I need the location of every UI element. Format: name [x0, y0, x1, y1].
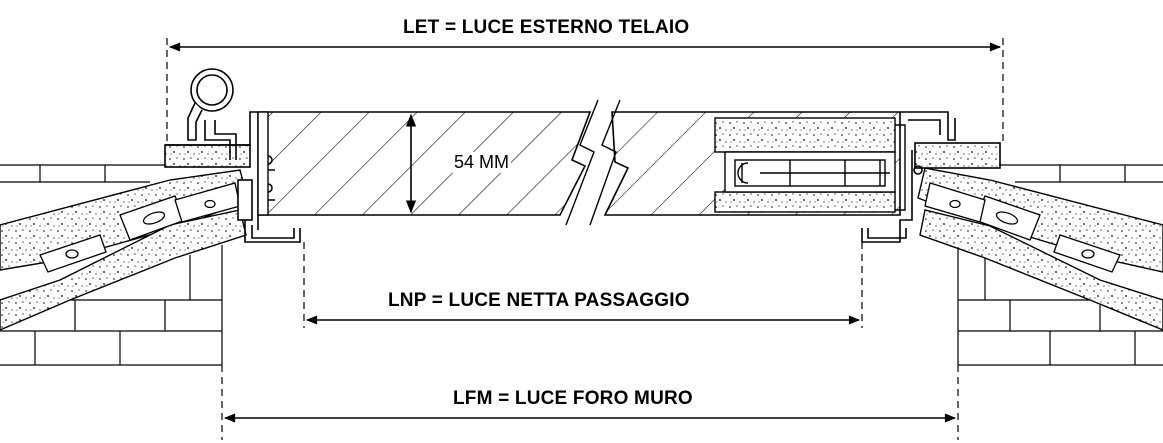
- lock-assembly: [714, 117, 906, 213]
- hinge: [187, 68, 234, 141]
- left-anchor-straps: [39, 182, 241, 273]
- lnp-label: LNP = LUCE NETTA PASSAGGIO: [388, 290, 690, 311]
- lfm-label: LFM = LUCE FORO MURO: [453, 388, 693, 409]
- extension-lines: [166, 38, 1004, 440]
- right-frame-profile: [861, 111, 1001, 243]
- left-frame-profile: [164, 111, 301, 243]
- let-label: LET = LUCE ESTERNO TELAIO: [403, 17, 690, 38]
- right-brick-wall: [957, 164, 1163, 366]
- right-anchor-straps: [924, 182, 1121, 273]
- thickness-label: 54 MM: [452, 152, 512, 173]
- door-leaf-left-part: [259, 111, 592, 216]
